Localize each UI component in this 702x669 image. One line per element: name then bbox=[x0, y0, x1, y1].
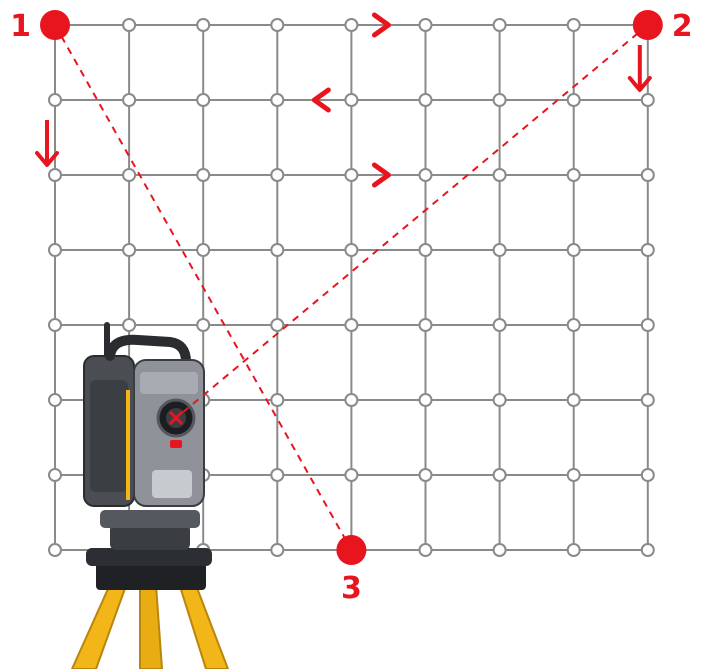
grid-node bbox=[640, 543, 655, 557]
grid-node bbox=[566, 468, 581, 482]
grid-node bbox=[492, 393, 507, 407]
grid-node bbox=[344, 243, 359, 257]
grid-node bbox=[566, 318, 581, 332]
grid-node bbox=[344, 318, 359, 332]
station-1-marker bbox=[40, 10, 70, 40]
grid-node bbox=[492, 18, 507, 32]
grid-node bbox=[196, 93, 211, 107]
grid-node bbox=[344, 393, 359, 407]
grid-node bbox=[640, 393, 655, 407]
grid-node bbox=[418, 543, 433, 557]
total-station-icon bbox=[70, 322, 230, 669]
grid-node bbox=[418, 18, 433, 32]
grid-node bbox=[48, 243, 62, 257]
grid-node bbox=[418, 168, 433, 182]
grid-node bbox=[640, 168, 655, 182]
station-3-marker bbox=[336, 535, 367, 565]
grid-node bbox=[48, 318, 62, 332]
grid-nodes bbox=[48, 18, 655, 557]
arrowhead-down bbox=[627, 76, 652, 92]
grid-node bbox=[640, 318, 655, 332]
grid-node bbox=[48, 93, 62, 107]
arrowhead-right bbox=[371, 12, 391, 38]
station-1-label: 1 bbox=[10, 9, 31, 44]
sight-line bbox=[54, 24, 353, 551]
station-2-label: 2 bbox=[672, 9, 693, 44]
grid-node bbox=[48, 468, 62, 482]
grid-node bbox=[492, 243, 507, 257]
grid-node bbox=[48, 543, 62, 557]
grid-node bbox=[122, 318, 137, 332]
grid-node bbox=[122, 93, 137, 107]
station-2-marker bbox=[632, 10, 663, 40]
grid-node bbox=[48, 393, 62, 407]
grid-node bbox=[640, 468, 655, 482]
grid-node bbox=[418, 393, 433, 407]
grid-node bbox=[566, 393, 581, 407]
grid-node bbox=[640, 93, 655, 107]
grid-node bbox=[270, 243, 285, 257]
grid-node bbox=[418, 243, 433, 257]
grid-node bbox=[344, 468, 359, 482]
grid-node bbox=[270, 93, 285, 107]
sight-lines bbox=[54, 24, 649, 551]
grid-node bbox=[566, 243, 581, 257]
grid-node bbox=[270, 468, 285, 482]
arrowhead-left bbox=[311, 87, 331, 113]
grid-node bbox=[418, 318, 433, 332]
arrowhead-right bbox=[371, 162, 391, 188]
grid-node bbox=[566, 18, 581, 32]
arrowhead-down bbox=[35, 151, 59, 167]
grid-node bbox=[196, 318, 211, 332]
grid-node bbox=[270, 543, 285, 557]
grid-node bbox=[270, 318, 285, 332]
scan-arrows bbox=[35, 12, 652, 188]
grid-node bbox=[492, 318, 507, 332]
grid-node bbox=[566, 543, 581, 557]
stations: 1 2 3 bbox=[10, 9, 693, 606]
grid-node bbox=[640, 243, 655, 257]
station-3-label: 3 bbox=[341, 571, 362, 606]
sight-line bbox=[175, 24, 649, 419]
grid-node bbox=[122, 243, 137, 257]
grid-node bbox=[492, 168, 507, 182]
grid-node bbox=[270, 393, 285, 407]
grid-node bbox=[418, 468, 433, 482]
grid-node bbox=[492, 543, 507, 557]
grid-node bbox=[566, 168, 581, 182]
tripod-icon bbox=[70, 548, 230, 669]
grid-node bbox=[196, 243, 211, 257]
grid-node bbox=[492, 468, 507, 482]
